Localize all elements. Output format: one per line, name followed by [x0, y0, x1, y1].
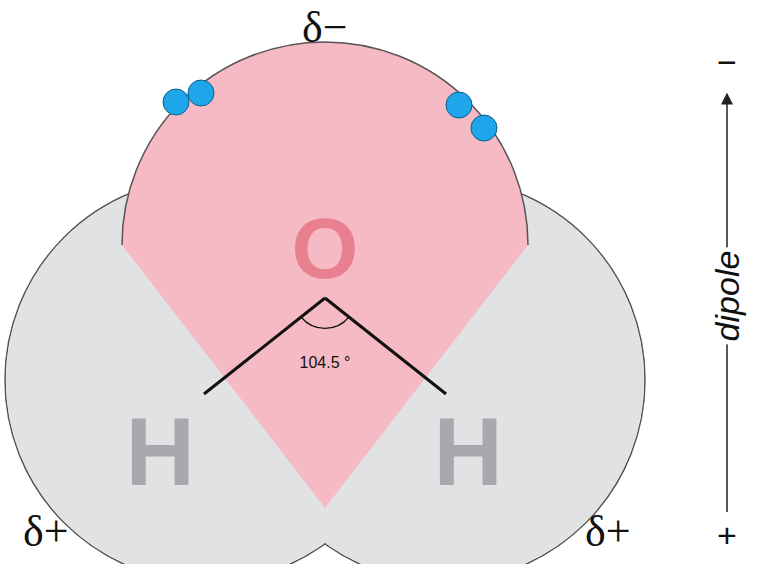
- bond-line: [204, 298, 325, 394]
- dipole-sign: +: [714, 516, 740, 554]
- lone-pair-electron: [188, 80, 214, 106]
- dipole-sign: −: [714, 43, 740, 81]
- partial-charge: δ+: [23, 510, 69, 554]
- partial-charge: δ+: [585, 510, 631, 554]
- partial-charge: δ−: [302, 6, 348, 50]
- angle-arc: [301, 317, 349, 328]
- bond-angle: 104.5 °: [300, 355, 351, 371]
- lone-pair-electron: [471, 115, 497, 141]
- atom-symbol: H: [434, 404, 503, 500]
- hydrogen-atom: H: [370, 380, 610, 530]
- atom-symbol: H: [126, 404, 195, 500]
- lone-pair-electron: [163, 89, 189, 115]
- lone-pair-electron: [446, 92, 472, 118]
- atom-symbol: O: [292, 205, 359, 291]
- bond-line: [325, 298, 446, 394]
- dipole-label: dipole: [708, 248, 746, 345]
- oxygen-region: [122, 42, 528, 508]
- hydrogen-atom: H: [40, 380, 280, 530]
